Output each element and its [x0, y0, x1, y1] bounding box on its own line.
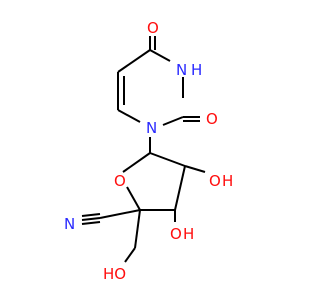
bond-c5-c4 [117, 49, 151, 73]
bond-c2prime-c3prime [174, 165, 186, 211]
bond-cn-triple-3 [81, 221, 101, 225]
atom-o-ring: O [114, 172, 126, 190]
bond-c1prime-oring [122, 152, 151, 173]
atom-o-c2prime: O [209, 172, 221, 190]
bond-c4prime-ch2 [134, 209, 141, 249]
atom-h-n3: H [191, 61, 202, 79]
bond-ch2-oh [124, 247, 136, 263]
atom-o-c2: O [206, 110, 218, 128]
atom-o-c3prime: O [170, 225, 182, 243]
atom-h-c2prime: H [222, 172, 233, 190]
bond-c4prime-cn [99, 209, 141, 219]
bond-c2prime-oh [184, 165, 206, 173]
bond-cn-triple-1 [81, 217, 101, 221]
atom-ho-ch2: HO [103, 265, 126, 283]
atom-n3: N [176, 61, 187, 79]
atom-n1: N [146, 119, 157, 137]
atom-h-c3prime: H [183, 225, 194, 243]
bond-cn-triple-2 [81, 213, 101, 217]
molecule-structure: O N H O N O O H O H N HO [64, 19, 233, 283]
bond-n1-c6 [117, 109, 141, 123]
bond-c2-n1 [162, 116, 184, 126]
atom-o-c4: O [147, 19, 159, 37]
bond-c4-n3 [149, 49, 171, 62]
bond-oring-c4prime [126, 186, 141, 211]
bond-c1prime-c2prime [149, 152, 186, 167]
molecule-canvas: O N H O N O O H O H N HO [64, 19, 234, 283]
atom-n-nitrile: N [64, 215, 75, 233]
